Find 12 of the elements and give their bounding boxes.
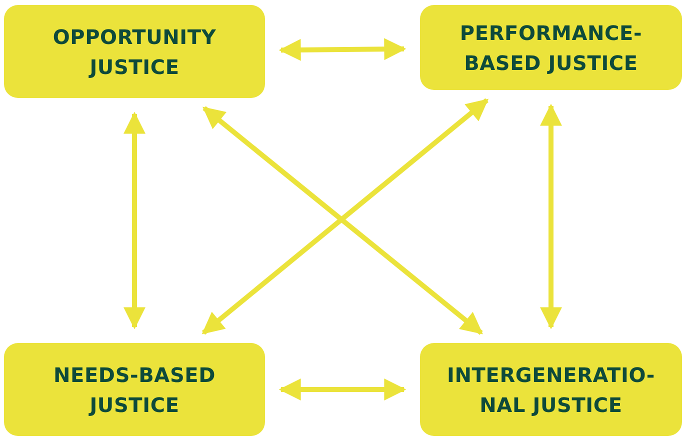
justice-box: [420, 343, 682, 436]
double-arrow: [278, 378, 406, 400]
double-arrow: [124, 112, 146, 330]
justice-box: [4, 343, 265, 436]
box-label: OPPORTUNITY JUSTICE: [52, 24, 218, 80]
justice-box: [420, 5, 682, 90]
box-label: PERFORMANCE- BASED JUSTICE: [458, 20, 644, 76]
justice-box: [4, 5, 265, 98]
double-arrow: [540, 104, 562, 330]
double-arrow: [278, 38, 406, 61]
box-label: INTERGENERATIO- NAL JUSTICE: [446, 362, 656, 418]
box-label: NEEDS-BASED JUSTICE: [52, 362, 217, 418]
